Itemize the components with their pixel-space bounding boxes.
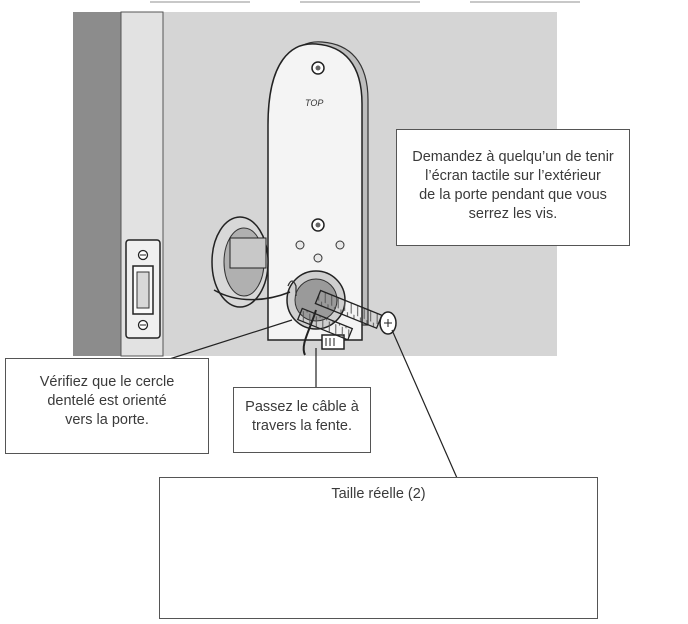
callout-cable-slot: Passez le câble à travers la fente.	[233, 387, 371, 453]
plate-top-label: TOP	[305, 98, 323, 108]
callout-line: travers la fente.	[252, 418, 352, 434]
callout-line: Passez le câble à	[245, 399, 359, 415]
cable-connector	[321, 334, 345, 350]
door-edge-dark	[73, 12, 121, 356]
actual-size-title: Taille réelle (2)	[331, 486, 426, 502]
callout-serrated-circle: Vérifiez que le cercle dentelé est orien…	[5, 358, 209, 454]
leader-line-circle	[159, 319, 293, 363]
screw-upper	[314, 289, 397, 335]
callout-line: serrez les vis.	[468, 206, 558, 222]
callout-line: Vérifiez que le cercle	[39, 374, 175, 390]
latch-plate	[125, 239, 161, 339]
callout-screen-holder: Demandez à quelqu’un de tenir l’écran ta…	[396, 129, 630, 246]
callout-line: de la porte pendant que vous	[419, 187, 607, 203]
screw-lower	[296, 307, 354, 341]
leader-line-screw	[391, 329, 458, 479]
callout-line: dentelé est orienté	[47, 393, 167, 409]
interior-hub	[211, 216, 291, 308]
callout-line: l’écran tactile sur l’extérieur	[425, 168, 601, 184]
callout-line: vers la porte.	[65, 412, 149, 428]
actual-size-panel: Taille réelle (2)	[159, 477, 598, 619]
callout-line: Demandez à quelqu’un de tenir	[412, 149, 614, 165]
